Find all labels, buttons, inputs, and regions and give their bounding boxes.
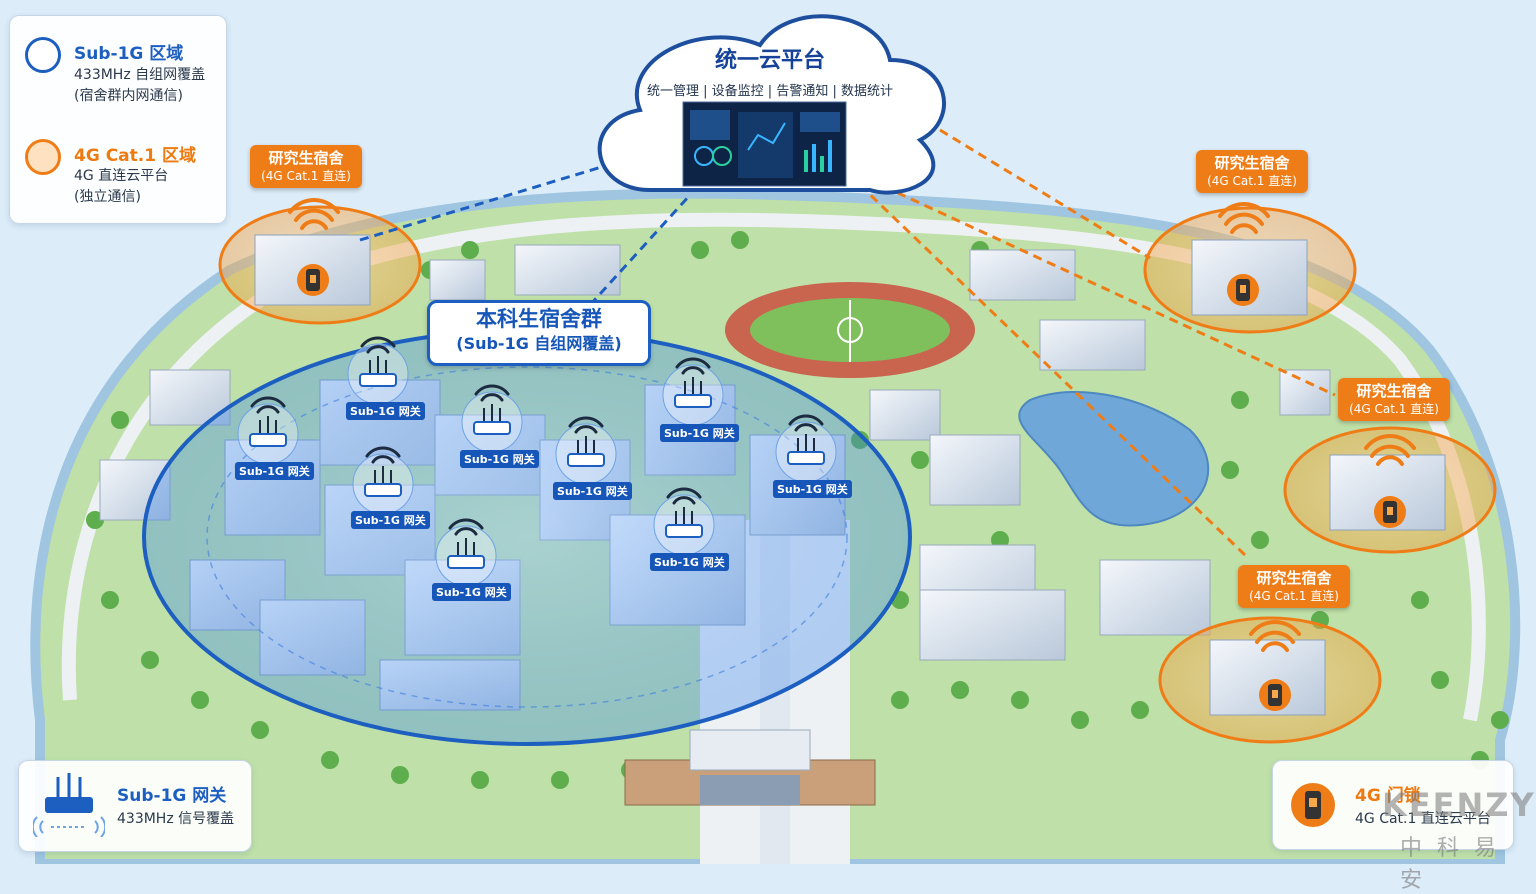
cat1-signal-icons xyxy=(288,198,1416,652)
grad-dorm-title: 研究生宿舍 xyxy=(268,149,344,167)
legend-lock-text: 4G Cat.1 直连云平台 xyxy=(1355,811,1491,827)
gateway-router-icon xyxy=(347,336,409,405)
link-cloud-grad2 xyxy=(939,128,1151,260)
sub1g-gateway-icons xyxy=(237,336,837,587)
legend-sub1g-line2: (宿舍群内网通信) xyxy=(74,88,183,104)
gateway-label: Sub-1G 网关 xyxy=(351,511,430,529)
gateway-label: Sub-1G 网关 xyxy=(460,450,539,468)
legend-gateway-text: 433MHz 信号覆盖 xyxy=(117,811,235,827)
gateway-label: Sub-1G 网关 xyxy=(773,480,852,498)
campus-map xyxy=(30,14,1521,864)
gateway-router-icon xyxy=(662,357,724,426)
grad-dorm-tag-3: 研究生宿舍 (4G Cat.1 直连) xyxy=(1338,378,1450,421)
legend-cat1-title: 4G Cat.1 区域 xyxy=(74,146,196,166)
gateway-router-icon xyxy=(435,518,497,587)
gateway-label: Sub-1G 网关 xyxy=(346,402,425,420)
gateway-router-icon xyxy=(237,396,299,465)
dashboard-widgets xyxy=(690,110,840,178)
door-lock-icons xyxy=(297,264,1406,711)
grad-dorm-tag-1: 研究生宿舍 (4G Cat.1 直连) xyxy=(250,145,362,188)
gateway-router-icon xyxy=(352,446,414,515)
lake xyxy=(1018,390,1210,527)
cat1-zone-icon xyxy=(25,139,61,175)
undergrad-zone-title: 本科生宿舍群 xyxy=(476,307,602,331)
undergrad-zone-subtitle: (Sub-1G 自组网覆盖) xyxy=(456,334,622,353)
watermark-brand: KEENZY xyxy=(1382,786,1536,824)
legend-gateway-title: Sub-1G 网关 xyxy=(117,786,227,806)
legend-sub1g-line1: 433MHz 自组网覆盖 xyxy=(74,67,206,83)
link-undergrad-cloud xyxy=(588,193,692,307)
link-cloud-grad3 xyxy=(869,178,1336,397)
undergrad-zone-label: 本科生宿舍群 (Sub-1G 自组网覆盖) xyxy=(427,300,651,366)
gateway-router-icon xyxy=(555,416,617,485)
gateway-label: Sub-1G 网关 xyxy=(553,482,632,500)
gateway-label: Sub-1G 网关 xyxy=(660,424,739,442)
campus-gate xyxy=(624,729,876,806)
zone-ring-inner xyxy=(206,366,848,708)
lock-icon xyxy=(1291,783,1335,827)
grad-dorm-tag-4: 研究生宿舍 (4G Cat.1 直连) xyxy=(1238,565,1350,608)
router-icon xyxy=(33,773,105,837)
legend-sub1g-title: Sub-1G 区域 xyxy=(74,44,184,64)
undergrad-sub1g-zone xyxy=(142,328,912,746)
grad-dorm-title: 研究生宿舍 xyxy=(1356,382,1432,400)
gateway-router-icon xyxy=(653,487,715,556)
grad-dorm-subtitle: (4G Cat.1 直连) xyxy=(1349,402,1439,416)
cloud-title: 统一云平台 xyxy=(714,48,825,73)
grad-dorm-subtitle: (4G Cat.1 直连) xyxy=(261,169,351,183)
ring-road xyxy=(61,212,1486,722)
grad-dorm-subtitle: (4G Cat.1 直连) xyxy=(1249,589,1339,603)
legend-cat1-line1: 4G 直连云平台 xyxy=(74,168,169,184)
cloud-text: 统一云平台 统一管理 | 设备监控 | 告警通知 | 数据统计 xyxy=(620,42,920,102)
gateway-router-icon xyxy=(775,414,837,483)
legend-gateway: Sub-1G 网关 433MHz 信号覆盖 xyxy=(18,760,252,852)
campus-buildings xyxy=(99,244,1331,661)
gateway-label: Sub-1G 网关 xyxy=(235,462,314,480)
grad-dorm-title: 研究生宿舍 xyxy=(1214,154,1290,172)
gateway-label: Sub-1G 网关 xyxy=(432,583,511,601)
legend-zones: Sub-1G 区域 433MHz 自组网覆盖 (宿舍群内网通信) 4G Cat.… xyxy=(9,15,227,224)
sub1g-zone-icon xyxy=(25,37,61,73)
gateway-label: Sub-1G 网关 xyxy=(650,553,729,571)
grad-dorm-tag-2: 研究生宿舍 (4G Cat.1 直连) xyxy=(1196,150,1308,193)
grad-dorm-subtitle: (4G Cat.1 直连) xyxy=(1207,174,1297,188)
gateway-router-icon xyxy=(461,384,523,453)
cloud-subtitle: 统一管理 | 设备监控 | 告警通知 | 数据统计 xyxy=(647,84,893,99)
legend-4g-lock: 4G 门锁 4G Cat.1 直连云平台 xyxy=(1272,760,1514,850)
field-circle xyxy=(837,317,863,343)
legend-lock-title: 4G 门锁 xyxy=(1355,786,1421,806)
grad-dorm-title: 研究生宿舍 xyxy=(1256,569,1332,587)
watermark-chinese: 中 科 易 安 xyxy=(1400,836,1500,893)
legend-cat1-line2: (独立通信) xyxy=(74,189,141,205)
